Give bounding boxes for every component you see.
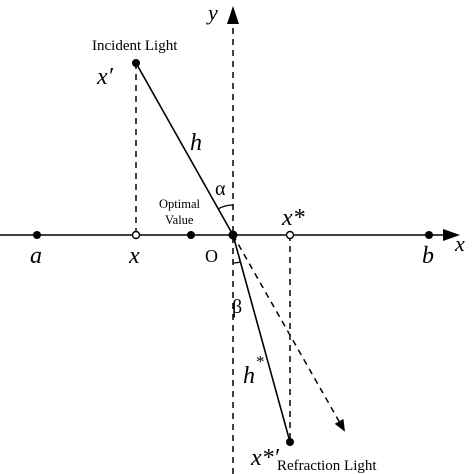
alpha-arc	[217, 204, 234, 210]
h-star-sup: *	[256, 352, 265, 371]
point-x-prime	[132, 59, 140, 67]
optimal-label-line1: Optimal	[159, 197, 200, 211]
point-b	[425, 231, 433, 239]
label-x-star-prime: x*′	[250, 445, 280, 471]
point-x	[131, 230, 141, 240]
label-origin: O	[205, 246, 218, 266]
point-origin	[228, 230, 238, 240]
label-x-star: x*	[281, 205, 305, 231]
y-axis-arrow	[227, 6, 239, 24]
optimal-label-line2: Value	[165, 213, 194, 227]
h-star-label: h	[243, 363, 255, 389]
label-a: a	[30, 243, 42, 269]
incident-extension	[232, 234, 345, 432]
x-axis-label: x	[454, 231, 465, 256]
refracted-ray	[232, 234, 291, 443]
beta-arc	[232, 261, 241, 264]
beta-label: β	[232, 296, 242, 318]
label-b: b	[422, 243, 434, 269]
refraction-light-label: Refraction Light	[277, 458, 377, 474]
alpha-label: α	[215, 178, 226, 200]
label-x: x	[128, 243, 140, 269]
x-axis-arrow	[443, 229, 460, 241]
y-axis-label: y	[206, 0, 218, 25]
label-x-prime: x′	[96, 64, 114, 90]
point-x-star	[285, 230, 295, 240]
incident-ray	[135, 62, 234, 236]
incident-light-label: Incident Light	[92, 38, 178, 54]
point-x-star-prime	[286, 438, 294, 446]
point-a	[33, 231, 41, 239]
h-label: h	[190, 130, 202, 156]
point-optimal	[187, 231, 195, 239]
